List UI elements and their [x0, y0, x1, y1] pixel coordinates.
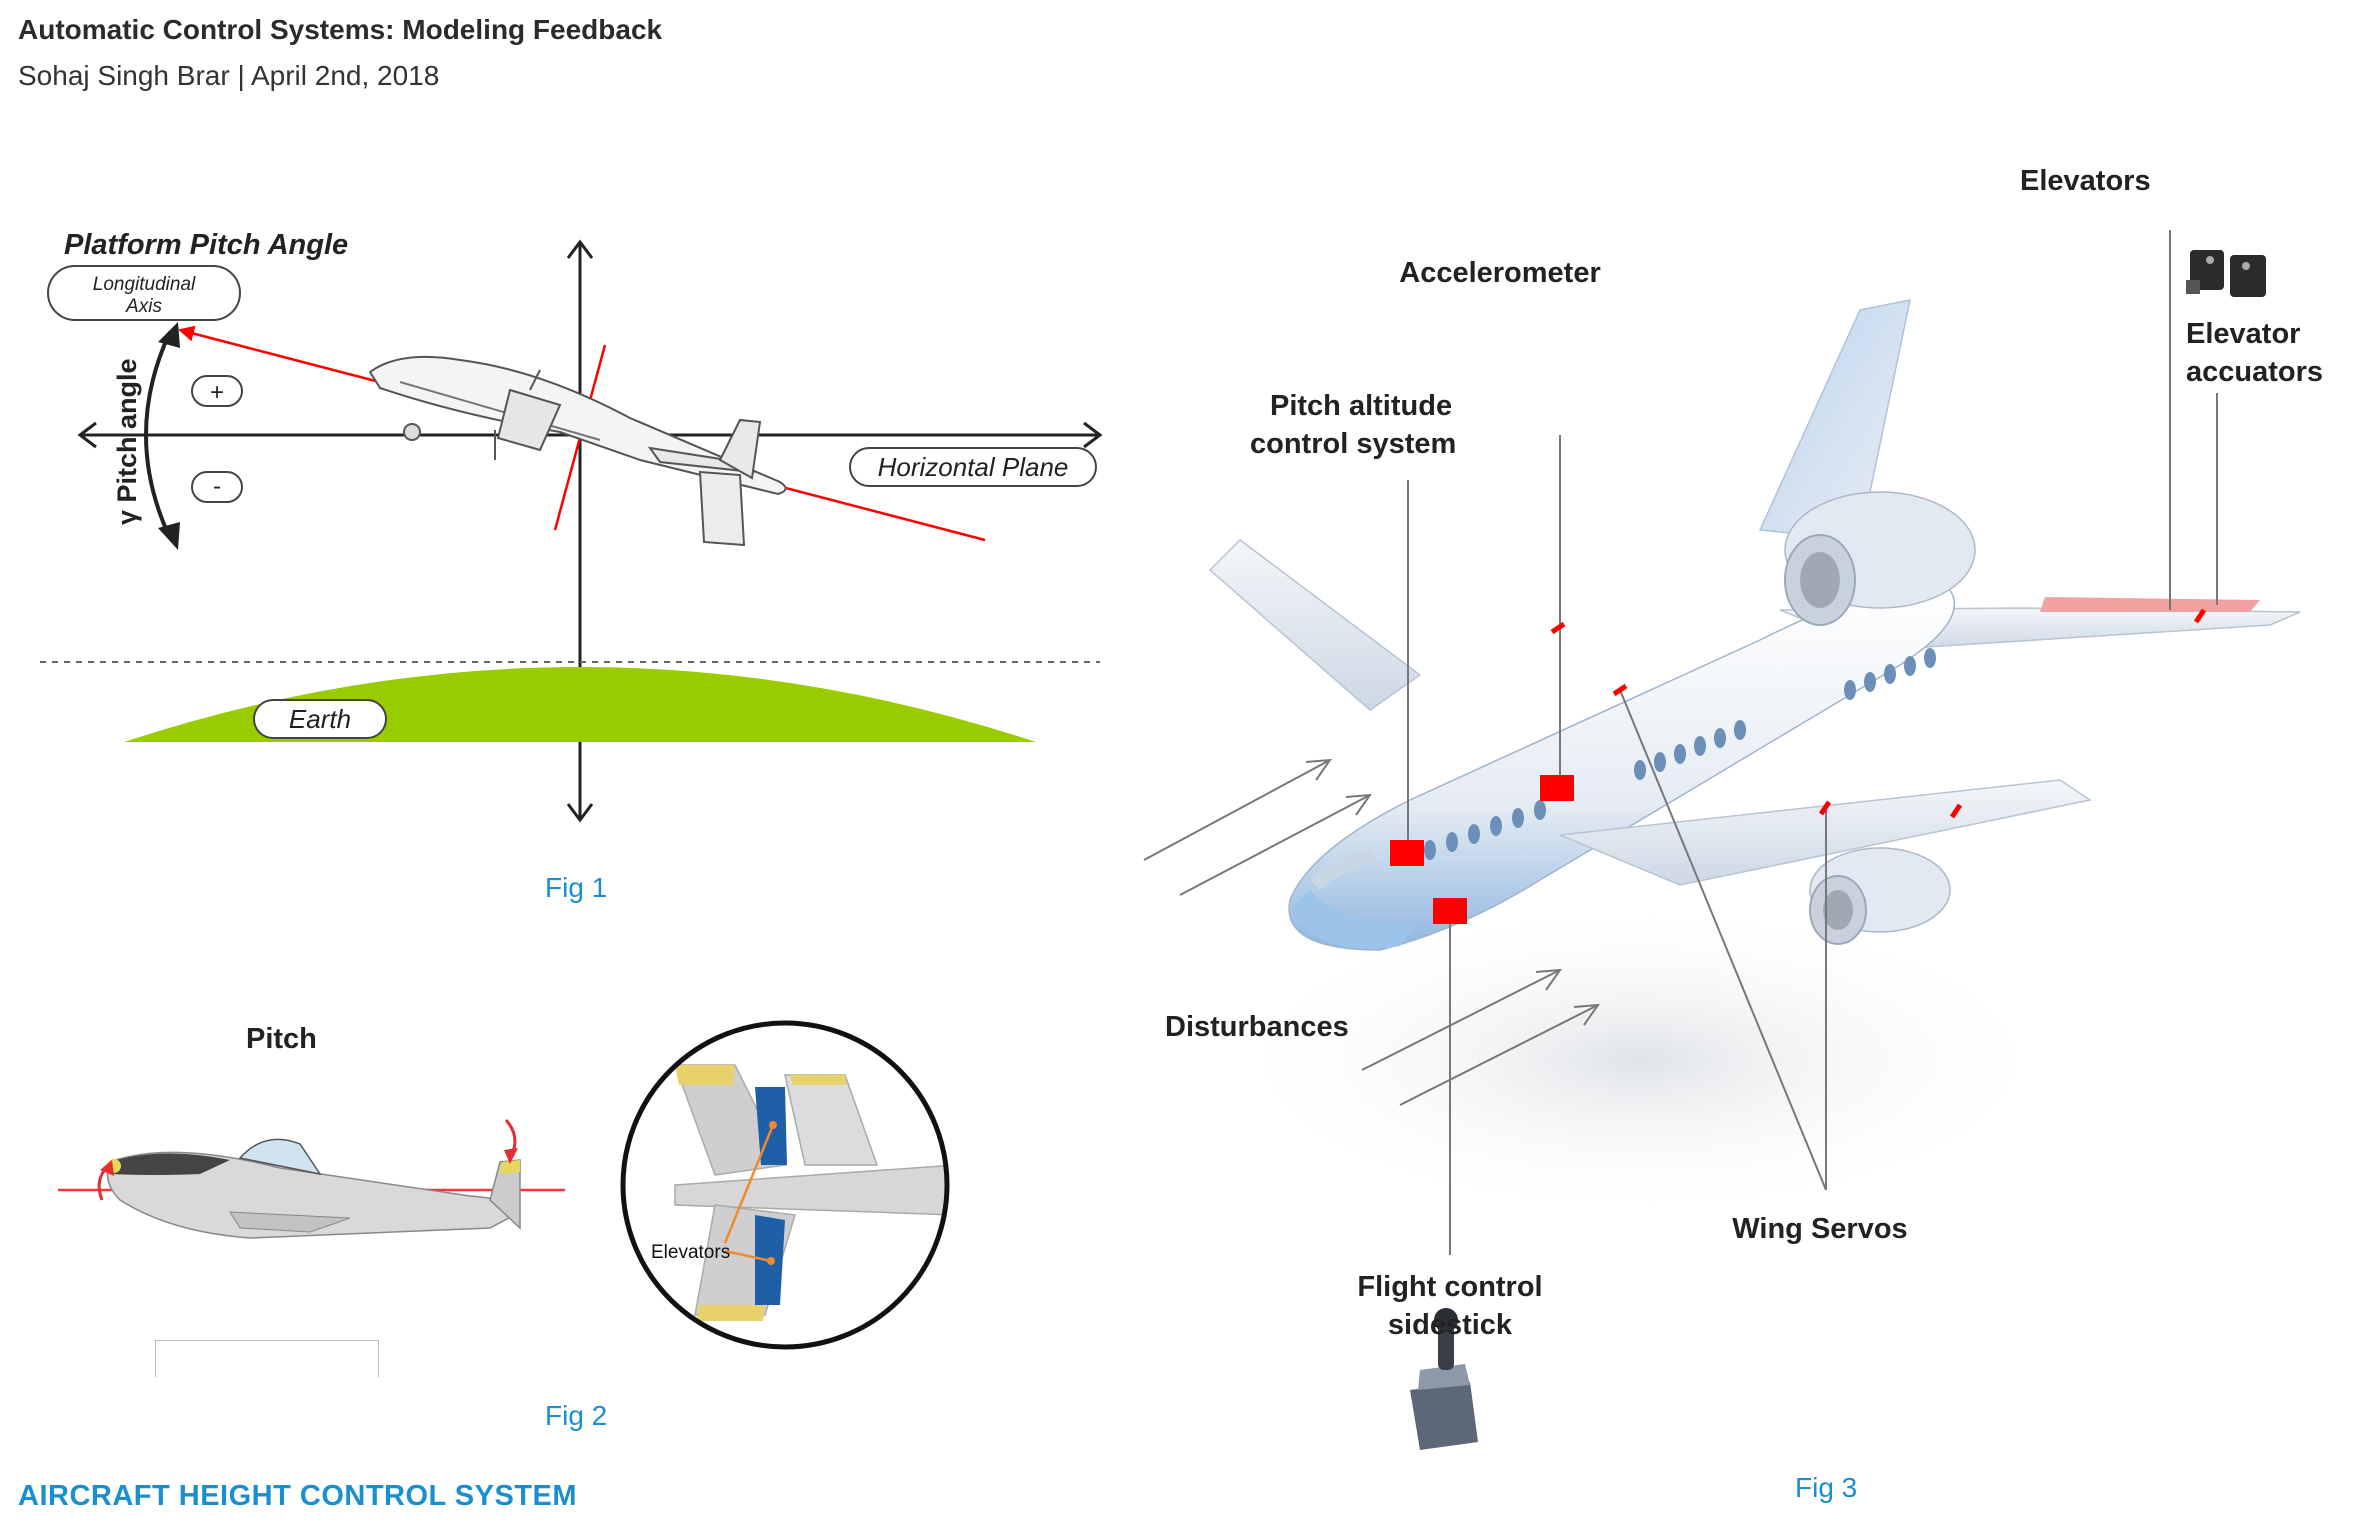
byline: Sohaj Singh Brar | April 2nd, 2018	[18, 60, 440, 91]
fig1-pitch-angle-diagram: Platform Pitch Angle Longitudinal Axis E…	[40, 229, 1103, 823]
airliner-nose-underside	[1290, 890, 1420, 950]
elevator-pointer-dot-lower	[767, 1257, 775, 1265]
fig1-title: Platform Pitch Angle	[64, 229, 348, 261]
longitudinal-axis-label-1: Longitudinal	[93, 274, 196, 295]
closeup-fin-tip	[790, 1075, 847, 1085]
pitch-angle-label: γ Pitch angle	[112, 358, 142, 525]
tail-pitch-arrowhead	[504, 1148, 518, 1164]
longitudinal-axis-badge	[47, 265, 241, 321]
plus-badge	[191, 375, 243, 407]
earth-label: Earth	[289, 704, 351, 734]
earth-badge	[253, 699, 387, 739]
minus-label: -	[213, 473, 221, 500]
elevator-pointer-dot-upper	[769, 1121, 777, 1129]
pitch-arc-arrow-down	[158, 522, 180, 550]
sidestick-marker	[1433, 898, 1467, 924]
airliner-rear-engine	[1784, 491, 1976, 626]
bottom-arrowhead	[566, 803, 594, 823]
fig3-caption: Fig 3	[1795, 1472, 1858, 1503]
left-arrowhead	[77, 421, 97, 449]
disturbance-arrows	[1143, 758, 1601, 1106]
pitch-arc-arrow-up	[158, 322, 180, 348]
fighter-plane-tail-tip	[500, 1160, 520, 1174]
elevator-actuators-label-1: Elevator	[2186, 318, 2301, 350]
airliner-cockpit-window	[1310, 848, 1378, 890]
fig2-caption: Fig 2	[545, 1400, 608, 1431]
plus-label: +	[210, 379, 224, 406]
sidestick-icon	[1410, 1308, 1478, 1450]
tail-elevators-closeup: Elevators	[620, 1020, 950, 1350]
horizontal-plane-label: Horizontal Plane	[878, 452, 1069, 482]
fighter-plane-canopy	[238, 1138, 322, 1176]
closeup-lower-tip	[697, 1305, 765, 1321]
elevator-pointer-upper	[723, 1124, 775, 1244]
pitch-label: Pitch	[246, 1023, 317, 1055]
disturbances-label: Disturbances	[1165, 1011, 1349, 1043]
longitudinal-axis-label-2: Axis	[125, 296, 162, 317]
closeup-fuselage	[674, 1164, 947, 1216]
section-heading: AIRCRAFT HEIGHT CONTROL SYSTEM	[18, 1480, 578, 1512]
pitch-plane-illustration	[58, 1119, 565, 1239]
airliner-shadow	[1220, 900, 2060, 1220]
elevator-highlight	[2040, 597, 2260, 612]
flight-control-label-2: sidestick	[1387, 1309, 1513, 1341]
pitch-altitude-label-1: Pitch altitude	[1270, 390, 1453, 422]
airliner-wing-engine	[1809, 847, 1951, 945]
elevator-actuators-icon	[2186, 250, 2266, 297]
airliner-left-wing	[1208, 539, 1422, 711]
pitch-altitude-label-2: control system	[1250, 428, 1457, 460]
flight-control-label-1: Flight control	[1357, 1271, 1543, 1303]
closeup-circle-border	[620, 1020, 950, 1350]
pitch-angle-arc	[144, 331, 172, 539]
empty-frame	[155, 1340, 379, 1377]
accelerometer-label: Accelerometer	[1399, 257, 1601, 289]
accelerometer-marker	[1540, 775, 1574, 801]
horizontal-plane-badge	[849, 447, 1097, 487]
right-arrowhead	[1083, 421, 1103, 449]
uav-drone-illustration	[368, 355, 787, 547]
elevators-closeup-label: Elevators	[651, 1242, 730, 1263]
fighter-plane-wing	[229, 1211, 351, 1233]
elevators-label: Elevators	[2020, 165, 2151, 197]
nose-pitch-arrowhead	[100, 1160, 114, 1176]
closeup-upper-tip	[675, 1065, 735, 1085]
leader-wing-servo-1	[1619, 689, 1827, 1191]
fig1-caption: Fig 1	[545, 872, 608, 903]
elevator-pointer-lower	[724, 1249, 772, 1263]
top-arrowhead	[566, 239, 594, 259]
pitch-altitude-marker	[1390, 840, 1424, 866]
fighter-plane-nose	[110, 1153, 230, 1175]
wing-servos-label: Wing Servos	[1732, 1213, 1908, 1245]
page-title: Automatic Control Systems: Modeling Feed…	[18, 14, 663, 45]
minus-badge	[191, 471, 243, 503]
fig3-airliner-diagram	[1143, 230, 2301, 1450]
servo-markers	[1550, 608, 2207, 819]
airliner-windows	[1424, 648, 1936, 860]
elevator-actuators-label-2: accuators	[2186, 356, 2324, 388]
